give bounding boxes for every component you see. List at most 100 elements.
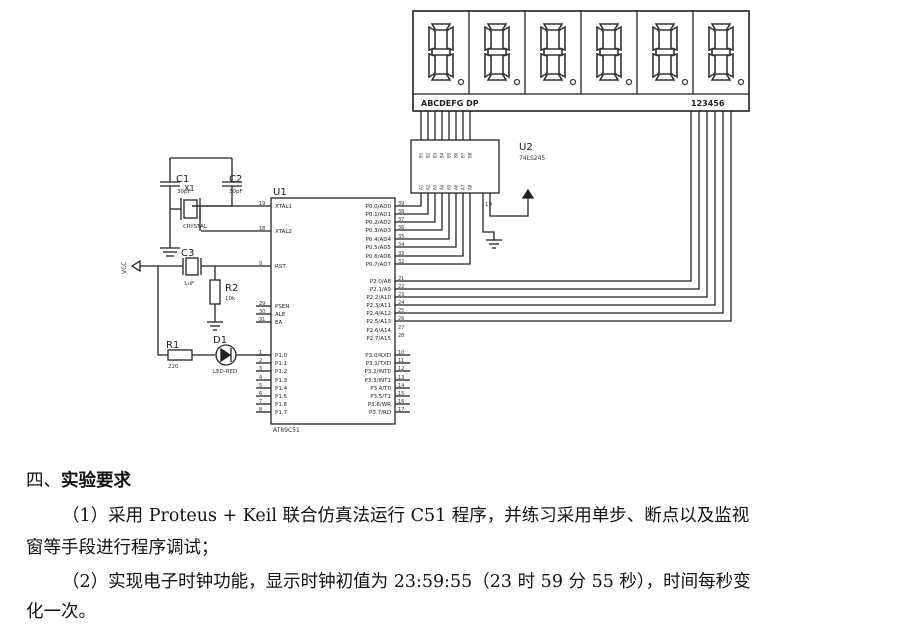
segment <box>598 23 620 31</box>
requirement-1-line-2: 窗等手段进行程序调试； <box>26 538 219 558</box>
decimal-point <box>681 78 689 86</box>
digit-4 <box>580 11 633 94</box>
segment <box>708 25 716 52</box>
u1-pin-name: P3.0/RXD <box>365 353 391 359</box>
u2-pin-b5: B5 <box>447 152 452 158</box>
r1-value: 220 <box>168 364 179 370</box>
u1-pin-number: 9 <box>259 261 262 267</box>
u1-pin-number: 34 <box>398 242 404 248</box>
requirement-1-line-1: （1）采用 Proteus + Keil 联合仿真法运行 C51 程序，并练习采… <box>62 506 750 526</box>
u1-pin-name: P0.2/AD2 <box>366 220 391 226</box>
u1-pin-name: P1.5 <box>275 394 288 400</box>
u2-buffer-chip <box>410 139 500 194</box>
u1-pin-name: P3.2/INT0 <box>364 369 391 375</box>
u1-pin-name: P0.7/AD7 <box>366 262 392 268</box>
digit-select-bus <box>395 111 732 322</box>
segment <box>614 52 622 79</box>
digit-2 <box>468 11 521 94</box>
c2-ref: C2 <box>229 174 242 185</box>
u1-pin-name: P2.1/A9 <box>370 287 392 293</box>
u1-pin-name: P1.7 <box>275 410 288 416</box>
segment <box>502 52 510 79</box>
segment <box>670 25 678 52</box>
u1-pin-name: P3.1/TXD <box>366 361 391 367</box>
segment <box>486 23 508 31</box>
u1-pin-number: 11 <box>398 358 404 364</box>
requirement-2-line-2: 化一次。 <box>26 602 96 622</box>
u1-pin-number: 10 <box>398 350 404 356</box>
x1-ref: X1 <box>184 184 195 193</box>
d1-value: LED-RED <box>213 369 237 375</box>
u1-pin-number: 27 <box>398 325 404 331</box>
u1-pin-name: P3.5/T1 <box>370 394 391 400</box>
p0-bus <box>395 193 471 265</box>
segment <box>543 48 563 56</box>
u1-part: AT89C51 <box>273 427 300 434</box>
u2-pin-a7: A7 <box>461 184 466 190</box>
heading-prefix: 四、 <box>26 471 61 491</box>
segment <box>484 25 492 52</box>
u1-pin-name: P1.4 <box>275 386 288 392</box>
u1-pin-number: 17 <box>398 407 404 413</box>
requirement-2-line-1: （2）实现电子时钟功能，显示时钟初值为 23:59:55（23 时 59 分 5… <box>62 572 751 592</box>
segment <box>711 48 731 56</box>
u1-pin-name: P1.0 <box>275 353 288 359</box>
segment <box>726 25 734 52</box>
u1-pin-number: 16 <box>398 399 404 405</box>
u1-pin-number: 28 <box>398 333 404 339</box>
u1-pin-name: P0.0/AD0 <box>366 204 392 210</box>
u1-pin-name: P1.2 <box>275 369 287 375</box>
segment <box>446 25 454 52</box>
u1-pin-number: 8 <box>259 407 262 413</box>
r2-ref: R2 <box>225 283 238 294</box>
u1-pin-number: 2 <box>259 358 262 364</box>
u1-pin-name: ALE <box>275 312 286 318</box>
segment <box>487 48 507 56</box>
digit-5 <box>636 11 689 94</box>
segment <box>431 48 451 56</box>
digit-select-label: 123456 <box>691 99 725 108</box>
segment <box>502 25 510 52</box>
segment <box>726 52 734 79</box>
digit-6 <box>692 11 745 94</box>
x1-value: CRYSTAL <box>183 224 208 230</box>
u1-pin-name: P2.7/A15 <box>366 336 391 342</box>
u1-pin-name: P0.3/AD3 <box>366 228 392 234</box>
u1-pin-name: P2.6/A14 <box>366 328 391 334</box>
segment <box>670 52 678 79</box>
segment <box>596 52 604 79</box>
segment <box>708 52 716 79</box>
u2-ref: U2 <box>519 142 533 153</box>
u1-pin-number: 25 <box>398 308 404 314</box>
u1-pin-number: 32 <box>398 259 404 265</box>
u2-pin-b2: B2 <box>426 152 431 158</box>
u1-pin-number: 21 <box>398 276 404 282</box>
decimal-point <box>569 78 577 86</box>
u1-pin-number: 38 <box>398 209 404 215</box>
u1-pin-number: 26 <box>398 316 404 322</box>
u1-pin-name: EA <box>275 320 282 326</box>
u1-pin-name: P1.3 <box>275 378 288 384</box>
u1-pin-name: RST <box>275 264 286 270</box>
u2-pin-b3: B3 <box>433 152 438 158</box>
u2-pin-a8: A8 <box>468 184 473 190</box>
segment <box>599 48 619 56</box>
segment <box>540 25 548 52</box>
segment <box>652 25 660 52</box>
u1-pin-number: 13 <box>398 375 404 381</box>
c2-value: 30pF <box>229 189 243 195</box>
u2-pin-b1: B1 <box>419 152 424 158</box>
u1-pin-name: P3.7/RD <box>369 410 391 416</box>
u1-pin-number: 36 <box>398 225 404 231</box>
segment <box>428 52 436 79</box>
u1-pin-name: P2.3/A11 <box>366 303 391 309</box>
u1-pin-name: P0.4/AD4 <box>366 237 392 243</box>
u2-pin-a3: A3 <box>433 184 438 190</box>
u1-pin-name: P2.5/A13 <box>366 319 391 325</box>
u1-pin-name: XTAL1 <box>275 204 292 210</box>
u1-pin-number: 30 <box>259 309 265 315</box>
u1-pin-name: XTAL2 <box>275 229 292 235</box>
segment-label: ABCDEFG DP <box>421 99 479 108</box>
u2-pin-a2: A2 <box>426 184 431 190</box>
u1-pin-number: 19 <box>259 201 265 207</box>
